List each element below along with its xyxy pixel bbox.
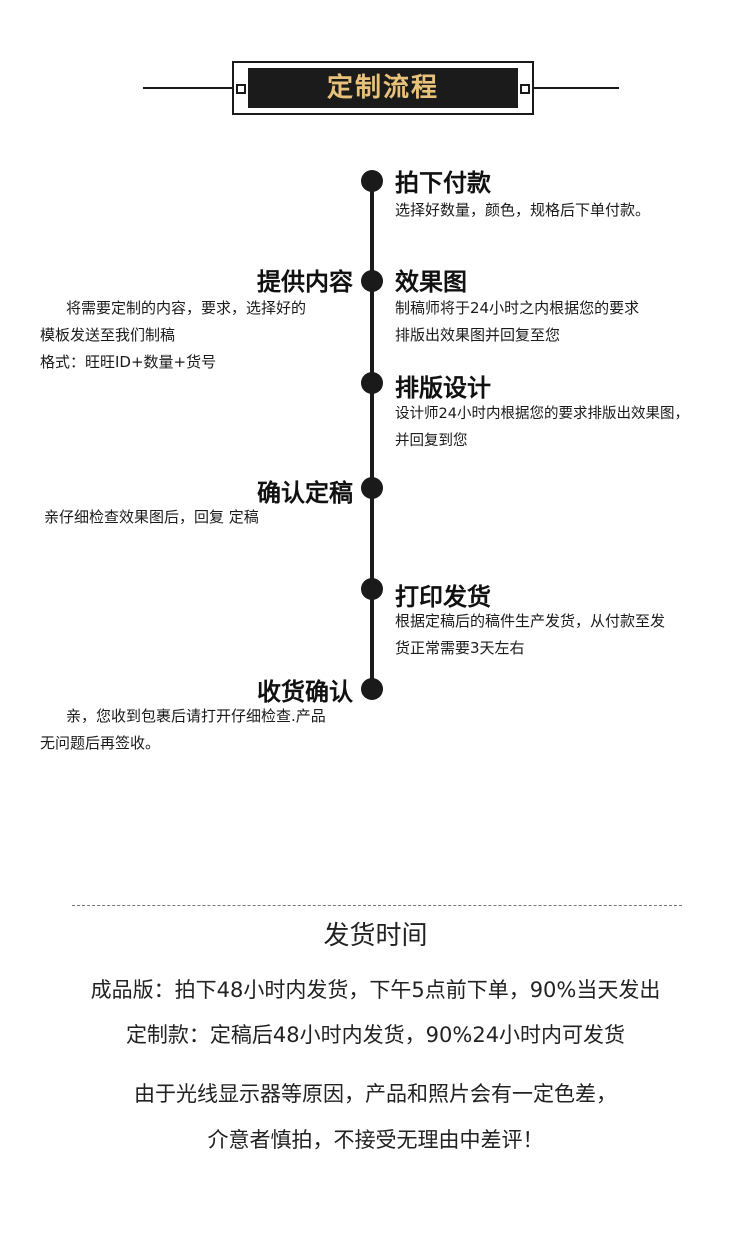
step-title-confirm-draft: 确认定稿 — [257, 479, 353, 507]
timeline-dot-6 — [361, 678, 383, 700]
timeline-dot-4 — [361, 477, 383, 499]
banner-corner-right — [520, 84, 530, 94]
step-title-pay: 拍下付款 — [395, 169, 491, 197]
header-line-right — [533, 87, 619, 89]
notice-line-review: 介意者慎拍，不接受无理由中差评！ — [207, 1128, 544, 1152]
step-desc-print-ship: 根据定稿后的稿件生产发货，从付款至发 货正常需要3天左右 — [395, 612, 666, 657]
timeline-dot-1 — [361, 170, 383, 192]
shipping-line-custom: 定制款：定稿后48小时内发货，90%24小时内可发货 — [125, 1023, 626, 1047]
timeline-dot-3 — [361, 372, 383, 394]
timeline-dot-2 — [361, 270, 383, 292]
step-title-print-ship: 打印发货 — [395, 583, 491, 611]
timeline-dot-5 — [361, 578, 383, 600]
section-divider — [72, 905, 682, 906]
step-desc-provide-content: 将需要定制的内容，要求，选择好的 模板发送至我们制稿 格式：旺旺ID+数量+货号 — [40, 299, 307, 371]
banner-corner-left — [236, 84, 246, 94]
shipping-title: 发货时间 — [323, 921, 428, 951]
header-line-left — [143, 87, 235, 89]
page-title: 定制流程 — [326, 73, 439, 103]
notice-line-color: 由于光线显示器等原因，产品和照片会有一定色差， — [134, 1082, 617, 1106]
step-desc-preview: 制稿师将于24小时之内根据您的要求 排版出效果图并回复至您 — [395, 299, 640, 344]
step-desc-layout-design: 设计师24小时内根据您的要求排版出效果图， 并回复到您 — [395, 406, 689, 449]
shipping-line-ready-made: 成品版：拍下48小时内发货，下午5点前下单，90%当天发出 — [90, 978, 661, 1002]
step-title-preview: 效果图 — [395, 268, 467, 296]
timeline-line — [370, 180, 374, 690]
step-title-provide-content: 提供内容 — [257, 268, 353, 296]
step-desc-pay: 选择好数量，颜色，规格后下单付款。 — [395, 201, 651, 219]
step-desc-confirm-draft: 亲仔细检查效果图后，回复 定稿 — [44, 508, 259, 526]
step-desc-receipt: 亲，您收到包裹后请打开仔细检查.产品 无问题后再签收。 — [40, 707, 326, 752]
step-title-receipt: 收货确认 — [257, 678, 353, 706]
header-banner — [248, 68, 518, 108]
step-title-layout-design: 排版设计 — [395, 374, 491, 402]
